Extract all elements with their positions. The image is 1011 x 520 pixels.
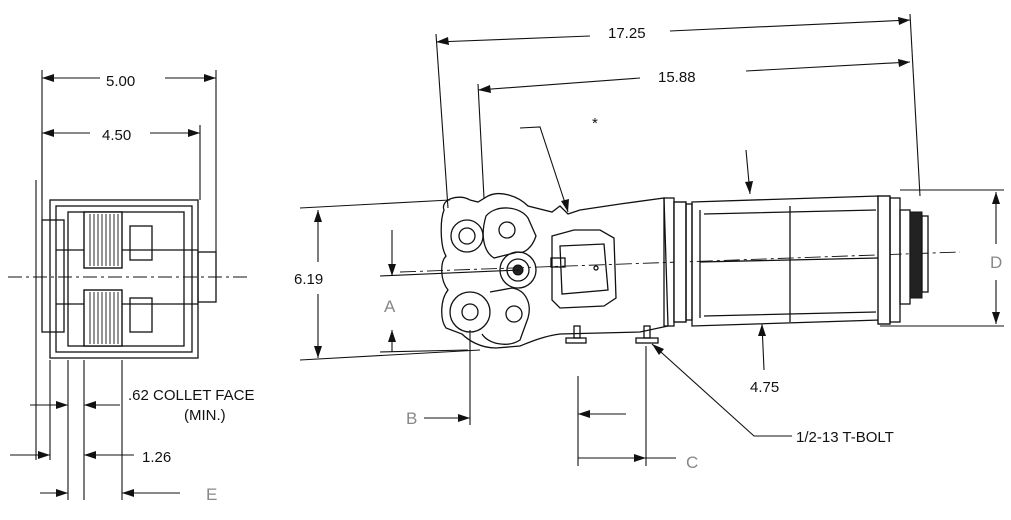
dim-6-19: 6.19 [294, 271, 323, 288]
front-view [299, 13, 1004, 466]
dim-4-75: 4.75 [750, 379, 779, 396]
letter-b: B [406, 409, 417, 428]
side-view [8, 70, 250, 500]
dim-15-88: 15.88 [658, 69, 696, 86]
dim-min-note: (MIN.) [184, 407, 226, 424]
dim-4-50: 4.50 [102, 127, 131, 144]
letter-a: A [384, 297, 396, 316]
dim-collet-face: .62 COLLET FACE [128, 387, 254, 404]
dim-5-00: 5.00 [106, 73, 135, 90]
letter-c: C [686, 453, 698, 472]
dim-1-26: 1.26 [142, 449, 171, 466]
letter-e: E [206, 485, 217, 504]
asterisk-note: * [592, 115, 598, 132]
dim-17-25: 17.25 [608, 25, 646, 42]
letter-d: D [990, 253, 1002, 272]
tbolt-callout: 1/2-13 T-BOLT [796, 429, 894, 446]
